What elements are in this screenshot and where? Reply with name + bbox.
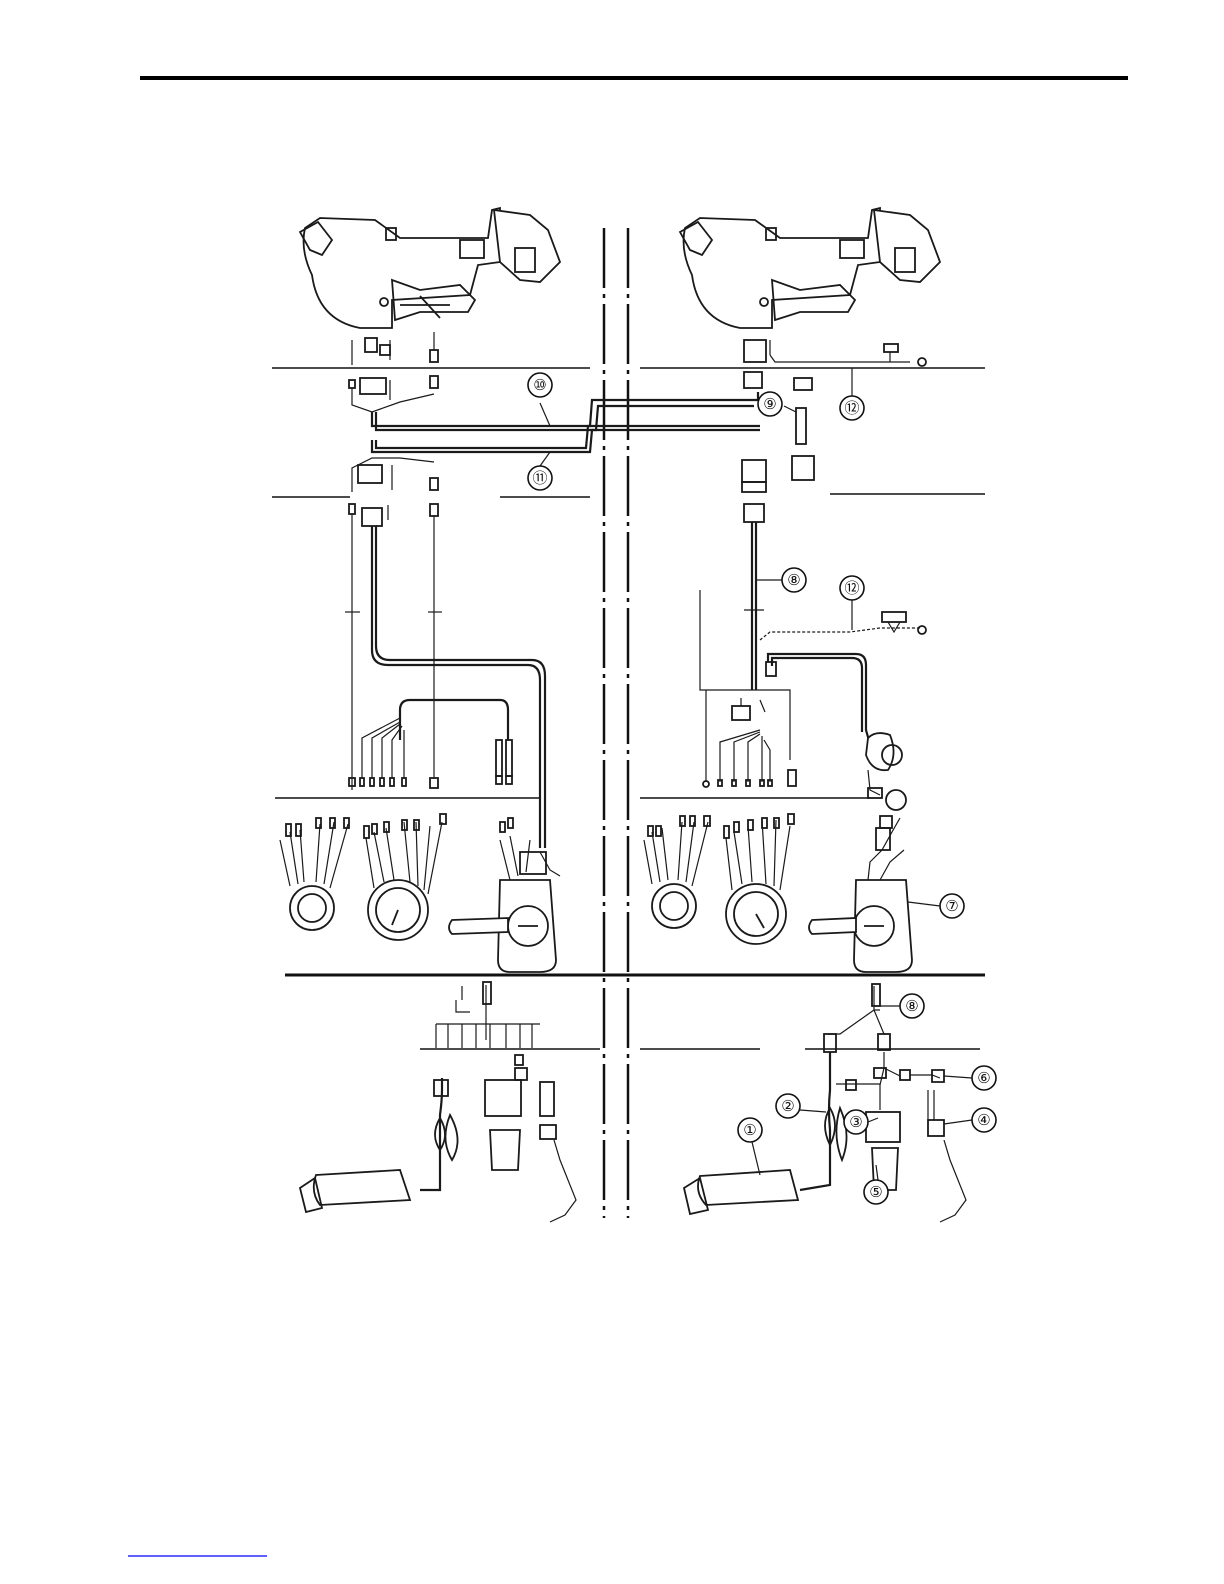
callout-9: ⑨ [758, 392, 796, 416]
svg-text:⑩: ⑩ [533, 376, 546, 394]
svg-text:⑤: ⑤ [869, 1183, 882, 1201]
left-lower-assembly [300, 982, 576, 1222]
callout-7: ⑦ [908, 894, 964, 918]
svg-text:⑥: ⑥ [977, 1069, 990, 1087]
svg-text:③: ③ [849, 1113, 862, 1131]
left-gauge-leads [349, 718, 406, 786]
right-middle-connectors [742, 456, 814, 522]
left-upper-connectors [349, 332, 438, 412]
left-middle-connectors [349, 458, 438, 526]
svg-text:①: ① [743, 1121, 756, 1139]
callout-11: ⑪ [528, 452, 552, 490]
callout-1: ① [738, 1118, 762, 1175]
callout-2: ② [776, 1094, 826, 1118]
left-remote-control-box [449, 818, 560, 972]
svg-text:⑧: ⑧ [787, 571, 800, 589]
right-remote-control-box [809, 816, 912, 972]
right-large-gauge [724, 814, 794, 944]
left-small-gauge [280, 818, 349, 930]
svg-text:⑦: ⑦ [945, 897, 958, 915]
svg-text:⑫: ⑫ [844, 399, 859, 417]
left-large-gauge [364, 814, 446, 940]
svg-text:⑧: ⑧ [905, 997, 918, 1015]
right-cable-run [700, 522, 926, 810]
callout-12-upper: ⑫ [840, 368, 864, 420]
svg-text:⑨: ⑨ [763, 395, 776, 413]
svg-text:②: ② [781, 1097, 794, 1115]
callout-3: ③ [844, 1110, 878, 1134]
center-divider [604, 228, 628, 1218]
svg-text:④: ④ [977, 1111, 990, 1129]
callout-12-lower: ⑫ [840, 576, 864, 630]
callout-8-upper: ⑧ [756, 568, 806, 592]
callout-10: ⑩ [528, 373, 552, 426]
callout-5: ⑤ [864, 1165, 888, 1204]
right-outboard-motor [680, 208, 940, 328]
callout-4: ④ [944, 1108, 996, 1132]
extension-harness [372, 392, 760, 452]
right-small-gauge [644, 816, 710, 928]
left-outboard-motor [300, 208, 560, 328]
svg-text:⑫: ⑫ [844, 579, 859, 597]
callout-8-lower: ⑧ [880, 994, 924, 1018]
right-lower-assembly [684, 984, 966, 1222]
svg-text:⑪: ⑪ [532, 469, 547, 487]
callout-6: ⑥ [944, 1066, 996, 1090]
